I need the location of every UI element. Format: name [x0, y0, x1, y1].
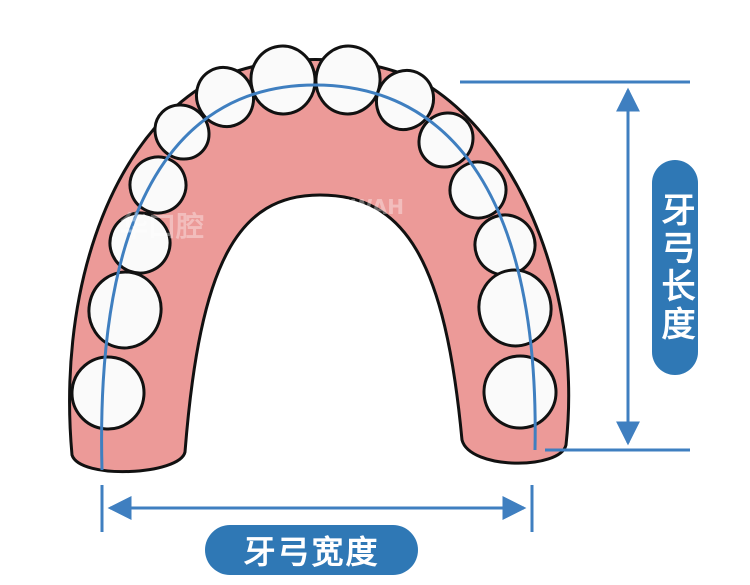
arch-width-text: 牙弓宽度 [243, 533, 380, 571]
tooth [482, 354, 558, 430]
arch-length-label: 牙弓长度 [652, 160, 698, 375]
watermark: 华口腔 [120, 210, 205, 243]
tooth [448, 160, 508, 220]
tooth [417, 111, 475, 169]
tooth [314, 44, 382, 116]
arch-width-label: 牙弓宽度 [205, 525, 418, 575]
tooth [194, 65, 256, 129]
arch-length-text: 牙弓长度 [655, 191, 695, 344]
teeth [70, 44, 558, 431]
tooth [70, 355, 146, 431]
arch-curve [100, 83, 537, 471]
tooth [477, 268, 553, 348]
watermark-brand: SUWAH [320, 195, 405, 219]
tooth [153, 103, 211, 161]
